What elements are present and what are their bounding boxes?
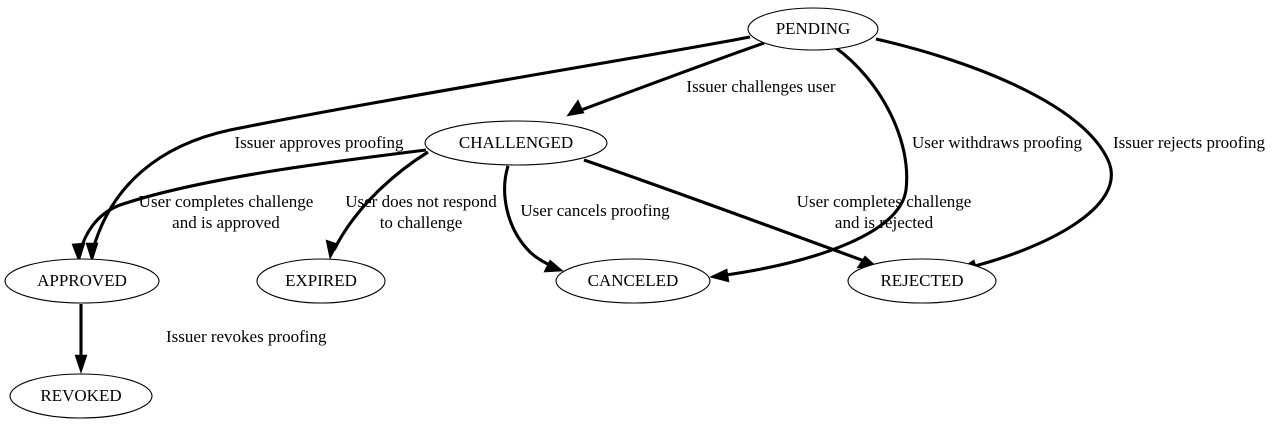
edge-pending-canceled[interactable]: User withdraws proofing [709, 46, 1082, 283]
edge-approved-revoked-arrowhead [74, 354, 88, 374]
edge-approved-revoked[interactable]: Issuer revokes proofing [74, 304, 327, 374]
edge-challenged-approved[interactable]: User completes challenge and is approved [71, 148, 427, 263]
node-pending-label: PENDING [776, 19, 851, 38]
node-revoked[interactable]: REVOKED [9, 373, 153, 419]
edge-pending-challenged[interactable]: Issuer challenges user [566, 41, 836, 117]
node-expired-label: EXPIRED [285, 271, 357, 290]
node-expired-shape [256, 258, 386, 304]
edge-label-pending-rejected: Issuer rejects proofing [1113, 133, 1266, 152]
node-challenged-label: CHALLENGED [459, 133, 573, 152]
node-challenged-shape [424, 120, 608, 166]
edge-pending-approved[interactable]: Issuer approves proofing [85, 35, 751, 263]
node-rejected[interactable]: REJECTED [847, 258, 997, 304]
edge-challenged-rejected-path [583, 158, 868, 264]
edge-pending-challenged-path [575, 41, 765, 114]
node-expired[interactable]: EXPIRED [256, 258, 386, 304]
edge-label-approved-revoked: Issuer revokes proofing [166, 327, 327, 346]
node-canceled[interactable]: CANCELED [555, 258, 711, 304]
edge-label-pending-challenged: Issuer challenges user [686, 77, 836, 96]
edge-label-pending-approved: Issuer approves proofing [234, 133, 404, 152]
node-canceled-shape [555, 258, 711, 304]
edge-label-challenged-approved-line1: User completes challenge [139, 192, 314, 211]
node-revoked-label: REVOKED [40, 386, 121, 405]
edge-challenged-canceled-arrowhead [543, 259, 564, 273]
edge-challenged-rejected[interactable]: User completes challenge and is rejected [583, 158, 972, 269]
edge-pending-canceled-arrowhead [709, 268, 730, 283]
node-pending[interactable]: PENDING [747, 7, 879, 51]
edge-pending-approved-path [90, 35, 751, 254]
node-rejected-label: REJECTED [880, 271, 963, 290]
edge-label-challenged-expired-line1: User does not respond [345, 192, 497, 211]
edge-pending-rejected[interactable]: Issuer rejects proofing [875, 37, 1266, 273]
edge-label-pending-canceled: User withdraws proofing [912, 133, 1082, 152]
node-approved[interactable]: APPROVED [4, 258, 160, 304]
edge-challenged-approved-path [78, 148, 427, 254]
node-challenged[interactable]: CHALLENGED [424, 120, 608, 166]
edge-challenged-expired-arrowhead [325, 239, 339, 260]
edge-pending-approved-arrowhead [85, 242, 99, 263]
node-rejected-shape [847, 258, 997, 304]
edge-challenged-canceled[interactable]: User cancels proofing [503, 165, 670, 273]
edge-label-challenged-rejected-line2: and is rejected [835, 213, 934, 232]
edge-pending-canceled-path [718, 46, 909, 278]
edge-pending-rejected-path [875, 37, 1113, 270]
node-revoked-shape [9, 373, 153, 419]
edge-challenged-expired[interactable]: User does not respond to challenge [325, 150, 497, 260]
edge-label-challenged-canceled: User cancels proofing [520, 201, 670, 220]
edge-label-challenged-approved-line2: and is approved [172, 213, 280, 232]
node-pending-shape [747, 7, 879, 51]
node-canceled-label: CANCELED [588, 271, 679, 290]
edge-challenged-approved-arrowhead [71, 242, 86, 263]
edge-pending-challenged-arrowhead [566, 99, 585, 117]
node-approved-label: APPROVED [37, 271, 127, 290]
node-approved-shape [4, 258, 160, 304]
edge-label-challenged-rejected-line1: User completes challenge [797, 192, 972, 211]
edge-label-challenged-expired-line2: to challenge [380, 213, 463, 232]
edge-challenged-canceled-path [503, 165, 555, 269]
edge-challenged-expired-path [332, 150, 429, 251]
